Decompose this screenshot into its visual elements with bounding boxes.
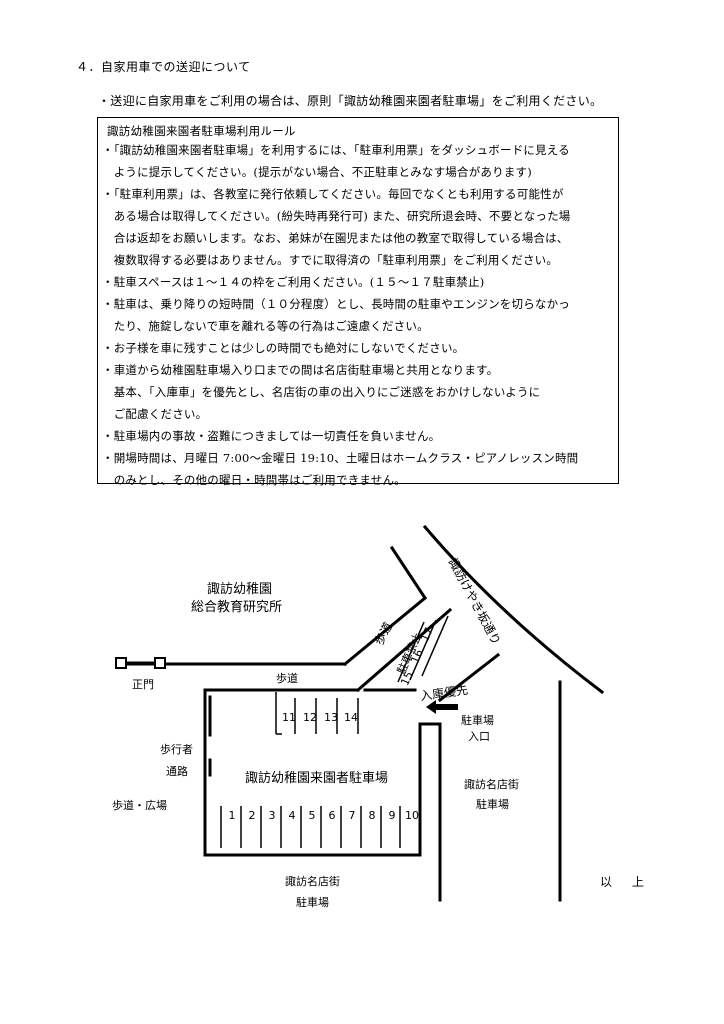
rules-title: 諏訪幼稚園来園者駐車場利用ルール — [107, 124, 296, 138]
sidewalk-label: 歩道 — [276, 672, 298, 685]
rule-line: 合は返却をお願いします。なお、弟妹が在園児または他の教室で取得している場合は、 — [102, 231, 569, 245]
lot-boundary — [437, 652, 501, 703]
spot-number: 2 — [248, 809, 256, 822]
rule-line: ・駐車場内の事故・盗難につきましては一切責任を負いません。 — [102, 429, 441, 443]
spot-number: 11 — [282, 711, 296, 724]
parking-rules-box: 諏訪幼稚園来園者駐車場利用ルール ・「諏訪幼稚園来園者駐車場」を利用するには、「… — [97, 117, 619, 487]
prohibited-divider — [397, 621, 425, 683]
spot-number: 12 — [303, 711, 317, 724]
shop-lot-right-label: 駐車場 — [476, 798, 509, 811]
shop-lot-bottom-label: 諏訪名店街 — [285, 875, 340, 888]
gate-post — [154, 657, 166, 669]
boundary-line — [389, 545, 428, 601]
rule-line: たり、施錠しないで車を離れる等の行為はご遠慮ください。 — [102, 319, 429, 333]
shop-lot-right-label: 諏訪名店街 — [464, 778, 519, 791]
rule-line: ・車道から幼稚園駐車場入り口までの間は名店街駐車場と共用となります。 — [102, 363, 499, 377]
rule-line: ・お子様を車に残すことは少しの時間でも絶対にしないでください。 — [102, 341, 465, 355]
pedestrian-path-label: 歩行者 — [160, 743, 193, 756]
rule-line: ・「諏訪幼稚園来園者駐車場」を利用するには、「駐車利用票」をダッシュボードに見え… — [102, 143, 570, 157]
shop-lot-bottom-label: 駐車場 — [296, 896, 329, 909]
spot-number: 6 — [328, 809, 336, 822]
street-line — [422, 524, 605, 695]
building-name: 総合教育研究所 — [191, 600, 283, 615]
intro-text: ・送迎に自家用車をご利用の場合は、原則「諏訪幼稚園来園者駐車場」をご利用ください… — [98, 94, 603, 108]
prohibited-divider — [421, 615, 449, 677]
entrance-label: 駐車場 — [461, 714, 494, 727]
boundary-line — [342, 595, 428, 667]
closing-mark: 以 上 — [600, 875, 652, 889]
rule-line: ご配慮ください。 — [102, 407, 208, 421]
spot-number: 7 — [348, 809, 356, 822]
rule-line: 複数取得する必要はありません。すでに取得済の「駐車利用票」をご利用ください。 — [102, 253, 559, 267]
rule-line: ・「駐車利用票」は、各教室に発行依頼してください。毎回でなくとも利用する可能性が — [102, 187, 564, 201]
entry-arrow — [426, 700, 458, 714]
rule-line: ・駐車は、乗り降りの短時間（１０分程度）とし、長時間の駐車やエンジンを切らなかっ — [102, 297, 570, 311]
rule-line: のみとし、その他の曜日・時間帯はご利用できません。 — [102, 473, 406, 487]
spot-number: 3 — [268, 809, 276, 822]
plaza-label: 歩道・広場 — [112, 799, 167, 812]
pedestrian-path-label: 通路 — [166, 765, 188, 778]
lot-name: 諏訪幼稚園来園者駐車場 — [245, 771, 389, 786]
rule-line: ある場合は取得してください。(紛失時再発行可) また、研究所退会時、不要となった… — [102, 209, 571, 223]
spot-number: 13 — [324, 711, 338, 724]
entrance-label: 入口 — [468, 730, 490, 743]
prohibited-divider — [409, 619, 437, 681]
spot-number: 5 — [308, 809, 316, 822]
rule-line: ・駐車スペースは１～１４の枠をご利用ください。(１５～１７駐車禁止) — [102, 275, 485, 289]
rule-line: ように提示してください。(提示がない場合、不正駐車とみなす場合があります) — [102, 165, 532, 179]
rule-line: 基本、「入庫車」を優先とし、名店街の車の出入りにご迷惑をおかけしないように — [102, 385, 541, 399]
spot-number: 1 — [228, 809, 236, 822]
spot-number: 10 — [405, 809, 419, 822]
spot-number: 8 — [368, 809, 376, 822]
rule-line: ・開場時間は、月曜日 7:00～金曜日 19:10、土曜日はホームクラス・ピアノ… — [102, 451, 579, 465]
spot-number: 9 — [388, 809, 396, 822]
building-name: 諏訪幼稚園 — [207, 582, 273, 597]
section-heading: ４．自家用車での送迎について — [76, 60, 251, 74]
spot-number: 4 — [288, 809, 296, 822]
gate-post — [115, 657, 127, 669]
main-gate-label: 正門 — [132, 678, 154, 691]
spot-number: 14 — [344, 711, 358, 724]
